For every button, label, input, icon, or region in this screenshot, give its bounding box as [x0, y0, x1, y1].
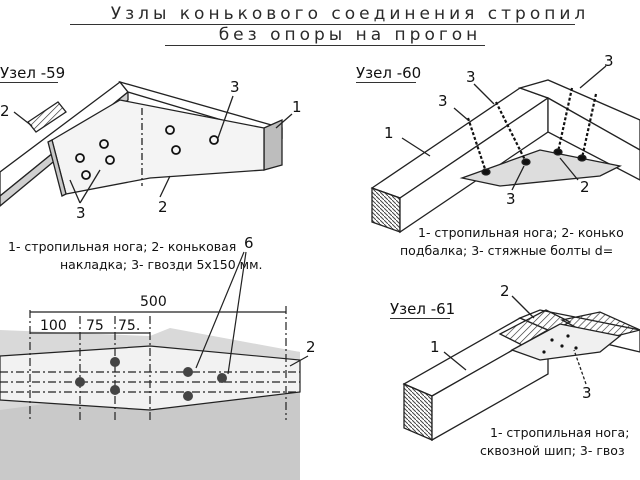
node59-rafter-end — [263, 118, 283, 171]
node59-caption-line2: накладка; 3- гвозди 5х150 мм. — [60, 257, 263, 272]
bottom-callout-6: 6 — [244, 234, 254, 252]
diagram-title-line1: Узлы конькового соединения стропил — [110, 4, 590, 24]
node59-hatched-overlay — [27, 101, 67, 133]
node60-callout-3d: 3 — [604, 52, 614, 70]
bottom-bolt-holes — [75, 357, 227, 401]
node59-caption-line1: 1- стропильная нога; 2- коньковая — [8, 239, 237, 254]
node60-heading-underline — [356, 82, 416, 83]
node59-callout-2-left: 2 — [0, 102, 10, 120]
node60-callout-3b: 3 — [466, 68, 476, 86]
node61-heading: Узел -61 — [390, 300, 456, 318]
node60-callout-2: 2 — [580, 178, 590, 196]
node59-callout-3-right: 3 — [230, 78, 240, 96]
node60-drawing — [370, 65, 640, 234]
node60-callout-3c: 3 — [506, 190, 516, 208]
node61-callout-1: 1 — [430, 338, 440, 356]
node60-caption-line2: подбалка; 3- стяжные болты d= — [400, 243, 614, 258]
dim-75b-label: 75. — [118, 318, 140, 334]
node61-heading-underline — [390, 318, 450, 319]
node60-callout-1: 1 — [384, 124, 394, 142]
node61-callout-2: 2 — [500, 282, 510, 300]
title-underline-1 — [70, 24, 575, 25]
dim-500-label: 500 — [140, 294, 167, 310]
node59-heading: Узел -59 — [0, 64, 66, 82]
node59-callout-2-bottom: 2 — [158, 198, 168, 216]
node61-drawing — [402, 295, 640, 442]
node61-caption-line2: сквозной шип; 3- гвоз — [480, 443, 625, 458]
node59-heading-underline — [0, 82, 58, 83]
node59-callout-1: 1 — [292, 98, 302, 116]
bottom-detail-drawing — [0, 251, 309, 480]
bottom-callout-2: 2 — [306, 338, 316, 356]
node61-nails — [542, 334, 578, 354]
node60-callout-3a: 3 — [438, 92, 448, 110]
dim-75-label: 75 — [86, 318, 104, 334]
title-underline-2 — [165, 45, 485, 46]
node59-nails — [75, 125, 219, 180]
node59-drawing — [0, 80, 293, 207]
node61-callout-3: 3 — [582, 384, 592, 402]
node61-caption-line1: 1- стропильная нога; — [490, 425, 630, 440]
node60-heading: Узел -60 — [356, 64, 422, 82]
node60-caption-line1: 1- стропильная нога; 2- конько — [418, 225, 624, 240]
node60-bolts — [466, 87, 598, 173]
node59-callout-3-bottom: 3 — [76, 204, 86, 222]
diagram-title-line2: без опоры на прогон — [218, 25, 482, 45]
dim-100-label: 100 — [40, 318, 67, 334]
